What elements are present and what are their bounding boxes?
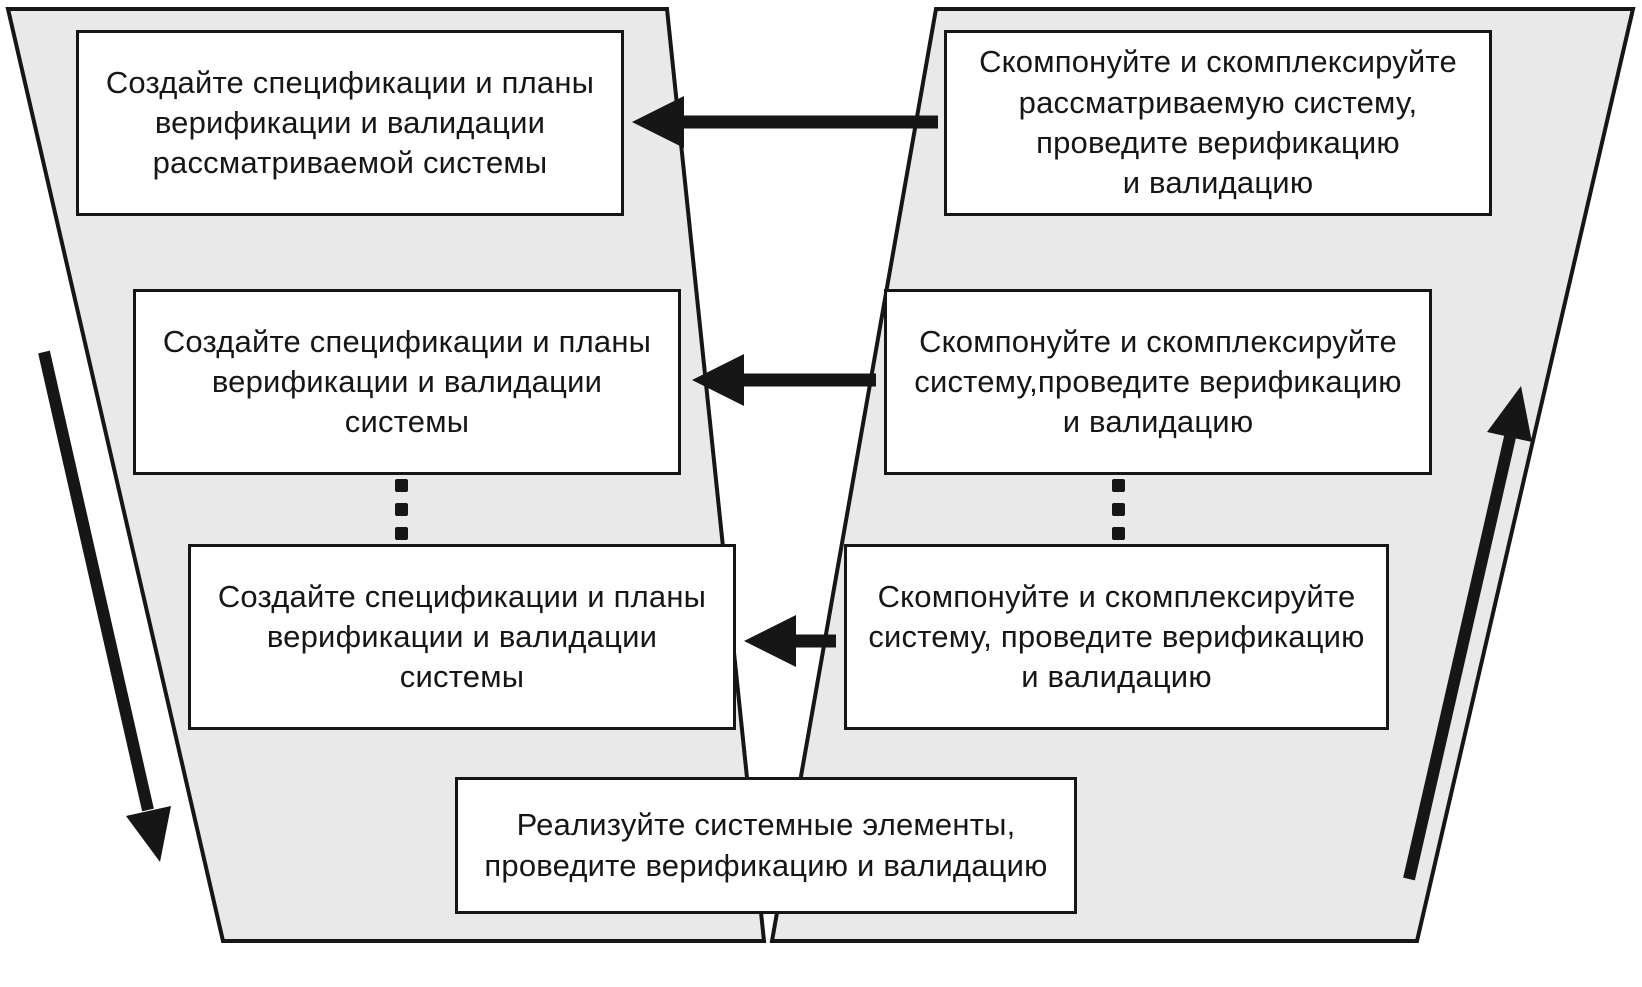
- right-box-3-label: Скомпонуйте и скомплексируйте систему, п…: [868, 578, 1365, 695]
- right-box-2-label: Скомпонуйте и скомплексируйте систему,пр…: [914, 323, 1402, 440]
- down-flow-arrow: [38, 350, 171, 862]
- right-box-3: Скомпонуйте и скомплексируйте систему, п…: [844, 544, 1389, 730]
- left-ellipsis-dots: [395, 479, 408, 540]
- cross-arrow-middle: [692, 354, 876, 406]
- left-box-3-label: Создайте спецификации и планы верификаци…: [217, 578, 707, 695]
- right-box-1: Скомпонуйте и скомплексируйте рассматрив…: [944, 30, 1492, 216]
- left-box-3: Создайте спецификации и планы верификаци…: [188, 544, 736, 730]
- cross-arrow-top: [632, 96, 938, 148]
- bottom-box: Реализуйте системные элементы, проведите…: [455, 777, 1077, 914]
- up-flow-arrow: [1403, 386, 1532, 881]
- left-box-1-label: Создайте спецификации и планы верификаци…: [105, 64, 595, 181]
- cross-arrow-bottom: [744, 615, 836, 667]
- left-box-1: Создайте спецификации и планы верификаци…: [76, 30, 624, 216]
- left-box-2-label: Создайте спецификации и планы верификаци…: [162, 323, 652, 440]
- right-box-1-label: Скомпонуйте и скомплексируйте рассматрив…: [979, 44, 1457, 201]
- bottom-box-label: Реализуйте системные элементы, проведите…: [484, 807, 1048, 883]
- right-box-2: Скомпонуйте и скомплексируйте систему,пр…: [884, 289, 1432, 475]
- right-ellipsis-dots: [1112, 479, 1125, 540]
- left-box-2: Создайте спецификации и планы верификаци…: [133, 289, 681, 475]
